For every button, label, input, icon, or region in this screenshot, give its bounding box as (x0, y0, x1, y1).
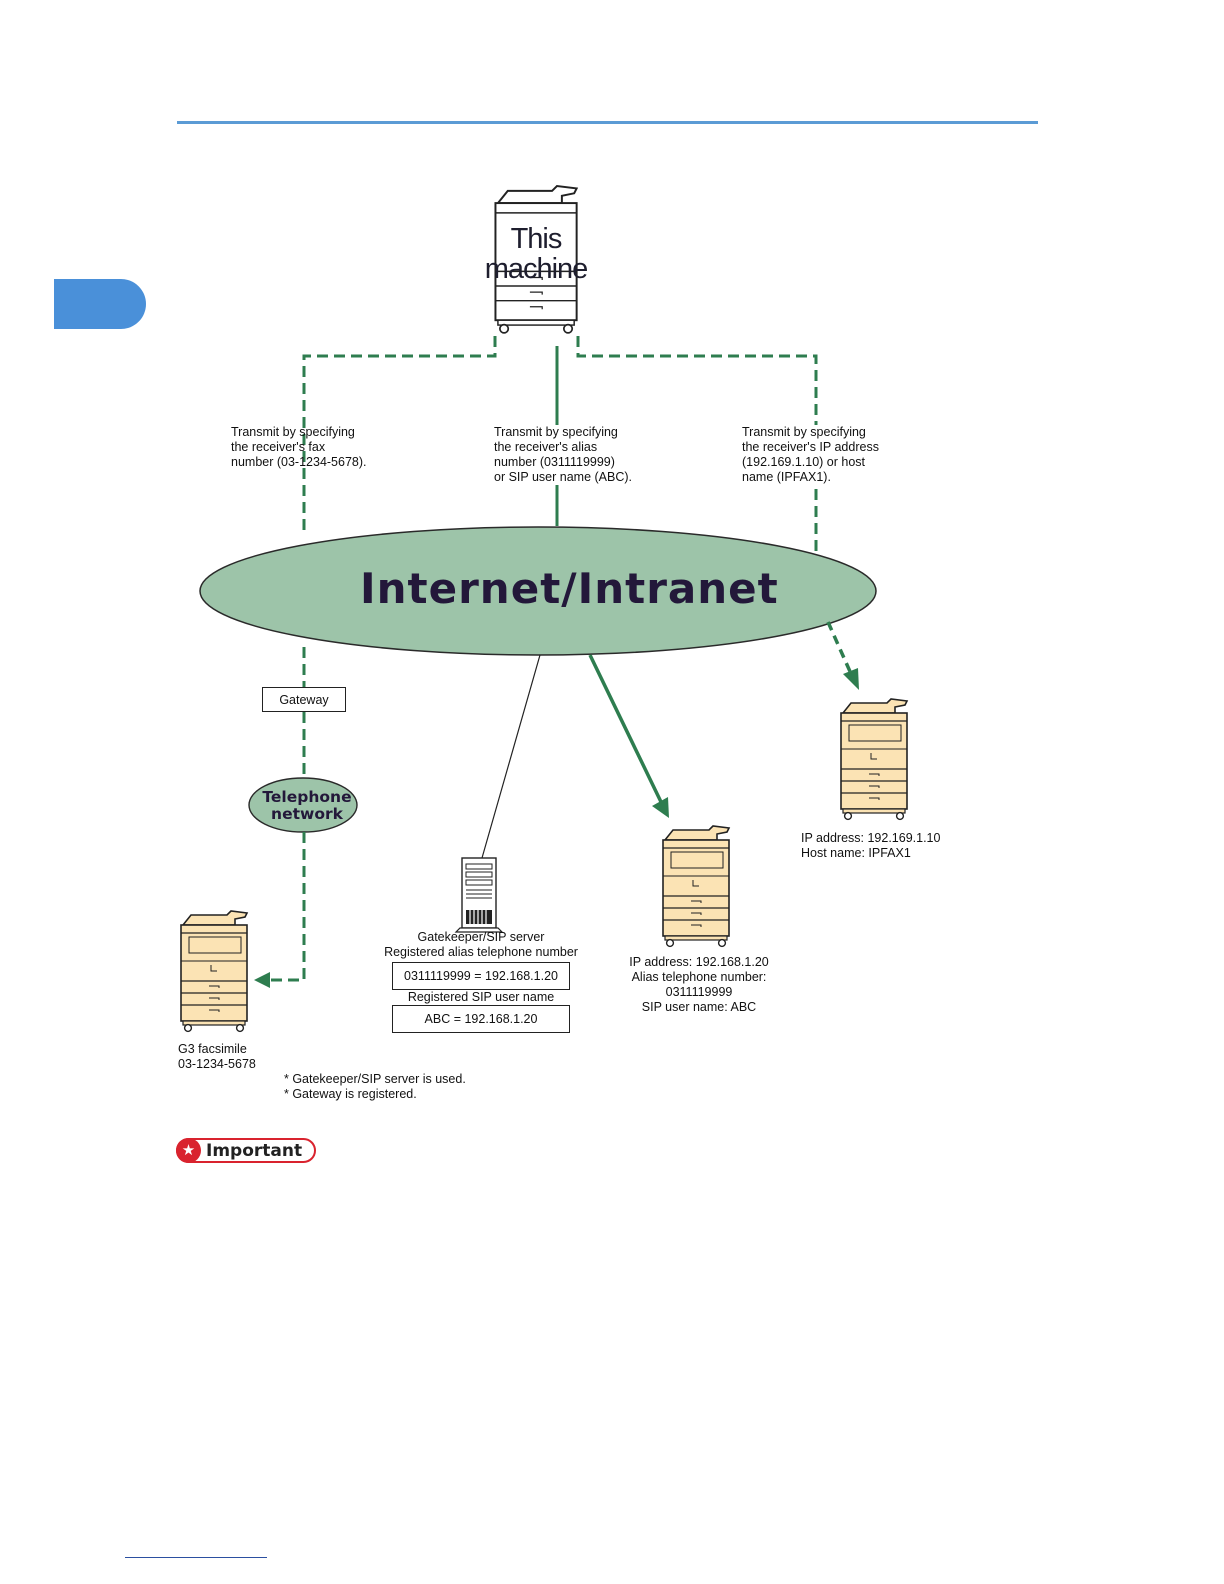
ip-machine-copier-icon (840, 698, 908, 821)
this-machine-label: This machine (474, 224, 598, 284)
this-machine-copier-icon (494, 184, 579, 334)
sip-registration-title-text: Registered SIP user name (407, 990, 555, 1004)
alias-registration-box: 0311119999 = 192.168.1.20 (392, 962, 570, 990)
footer-rule (125, 1557, 267, 1558)
alias-machine-label-line: Alias telephone number: (631, 970, 767, 984)
sip-registration-title: Registered SIP user name (370, 990, 592, 1005)
fax-route-line: Transmit by specifying (231, 425, 355, 439)
gatekeeper-server-icon (454, 857, 504, 933)
fax-route-line: number (03-1234-5678). (231, 455, 367, 469)
ip-route-link (576, 336, 818, 552)
diagram-notes: * Gatekeeper/SIP server is used. * Gatew… (284, 1072, 466, 1102)
g3-facsimile-label-line: 03-1234-5678 (178, 1057, 256, 1071)
header-rule (177, 121, 1038, 124)
gatekeeper-title-line: Gatekeeper/SIP server (417, 930, 545, 944)
ip-route-line: Transmit by specifying (742, 425, 866, 439)
alias-machine-copier-icon (662, 825, 730, 948)
gatekeeper-title-line: Registered alias telephone number (384, 945, 578, 959)
this-machine-label-line2: machine (484, 253, 589, 285)
fax-route-link (302, 336, 497, 532)
ip-machine-link (826, 621, 854, 677)
diagram-note: * Gateway is registered. (284, 1087, 417, 1101)
important-badge: ★ Important (176, 1138, 316, 1163)
ip-route-line: name (IPFAX1). (742, 470, 831, 484)
alias-machine-link (588, 654, 664, 805)
ip-route-description: Transmit by specifying the receiver's IP… (742, 425, 879, 485)
internet-intranet-cloud (199, 526, 877, 656)
alias-machine-label-line: IP address: 192.168.1.20 (629, 955, 769, 969)
ip-machine-label-line: Host name: IPFAX1 (801, 846, 911, 860)
this-machine-label-line1: This (510, 223, 563, 255)
fax-route-line: the receiver's fax (231, 440, 326, 454)
alias-route-line: number (0311119999) (494, 455, 615, 469)
gatekeeper-link (481, 654, 541, 859)
alias-route-line: Transmit by specifying (494, 425, 618, 439)
telephone-network-label-line2: network (271, 805, 343, 823)
ip-route-line: the receiver's IP address (742, 440, 879, 454)
sip-registration-box: ABC = 192.168.1.20 (392, 1005, 570, 1033)
telephone-network-label-line1: Telephone (262, 788, 352, 806)
important-label: Important (206, 1141, 303, 1161)
internet-intranet-label: Internet/Intranet (360, 564, 779, 613)
ip-machine-arrowhead (843, 668, 859, 690)
chapter-tab (54, 279, 146, 329)
ip-machine-label: IP address: 192.169.1.10 Host name: IPFA… (801, 831, 940, 861)
diagram-note: * Gatekeeper/SIP server is used. (284, 1072, 466, 1086)
alias-route-line: the receiver's alias (494, 440, 598, 454)
telephone-to-fax-link (268, 832, 306, 982)
star-icon: ★ (176, 1138, 201, 1163)
alias-route-description: Transmit by specifying the receiver's al… (494, 425, 633, 485)
alias-machine-label: IP address: 192.168.1.20 Alias telephone… (610, 955, 788, 1015)
gatekeeper-title: Gatekeeper/SIP server Registered alias t… (370, 930, 592, 960)
ip-route-line: (192.169.1.10) or host (742, 455, 865, 469)
gateway-box: Gateway (262, 687, 346, 712)
g3-facsimile-label-line: G3 facsimile (178, 1042, 247, 1056)
telephone-network-label: Telephone network (255, 789, 359, 823)
g3-facsimile-label: G3 facsimile 03-1234-5678 (178, 1042, 256, 1072)
g3-facsimile-icon (180, 910, 248, 1033)
fax-route-description: Transmit by specifying the receiver's fa… (231, 425, 367, 470)
alias-route-line: or SIP user name (ABC). (494, 470, 633, 484)
alias-machine-label-line: SIP user name: ABC (641, 1000, 757, 1014)
ip-machine-label-line: IP address: 192.169.1.10 (801, 831, 941, 845)
alias-machine-arrowhead (652, 797, 669, 818)
alias-machine-label-line: 0311119999 (665, 985, 733, 999)
fax-arrowhead (254, 972, 270, 988)
